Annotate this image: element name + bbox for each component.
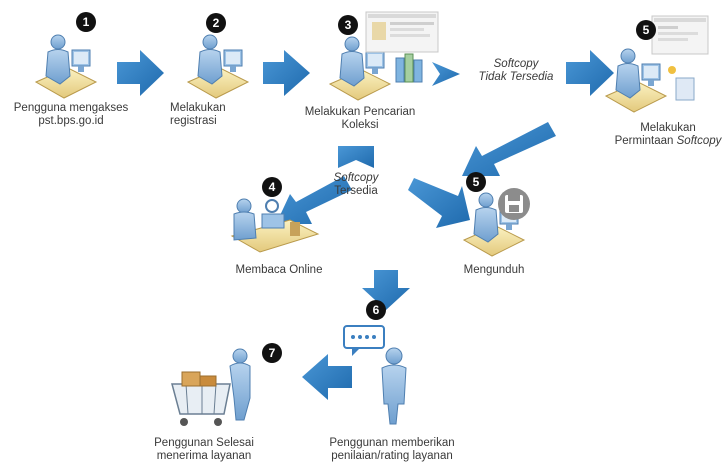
arrow-1-to-2 <box>117 50 164 96</box>
document-stack-icon <box>668 66 695 101</box>
shopping-cart-icon <box>171 348 251 426</box>
rating-speech-icon <box>343 325 385 356</box>
arrow-3-to-5-right <box>566 50 614 96</box>
step-badge: 6 <box>366 300 386 320</box>
user-at-computer-icon <box>35 34 97 99</box>
search-screen-thumbnail-icon <box>365 11 439 53</box>
arrow-3-down <box>338 146 374 168</box>
arrow-3-to-5-left <box>432 62 460 86</box>
step-badge: 5 <box>636 20 656 40</box>
arrow-to-download <box>408 178 470 228</box>
arrow-to-read <box>276 176 352 224</box>
step-badge: 4 <box>262 177 282 197</box>
arrow-to-rating <box>362 270 410 310</box>
step-badge: 1 <box>76 12 96 32</box>
floppy-disk-icon <box>498 188 530 220</box>
books-icon <box>395 53 423 83</box>
standing-person-icon <box>381 347 407 425</box>
step-4-label: Membaca Online <box>235 264 323 276</box>
user-at-computer-icon <box>605 48 667 113</box>
step-badge: 5 <box>466 172 486 192</box>
step-badge: 2 <box>206 13 226 33</box>
step-5-download-label: Mengunduh <box>463 264 525 276</box>
arrow-2-to-3 <box>263 50 310 96</box>
step-badge: 3 <box>338 15 358 35</box>
arrow-to-finish <box>302 354 352 400</box>
step-badge: 7 <box>262 343 282 363</box>
request-screen-thumbnail-icon <box>651 15 709 55</box>
arrow-request-back <box>462 122 556 176</box>
user-at-computer-icon <box>187 34 249 99</box>
reading-online-icon <box>230 198 320 253</box>
